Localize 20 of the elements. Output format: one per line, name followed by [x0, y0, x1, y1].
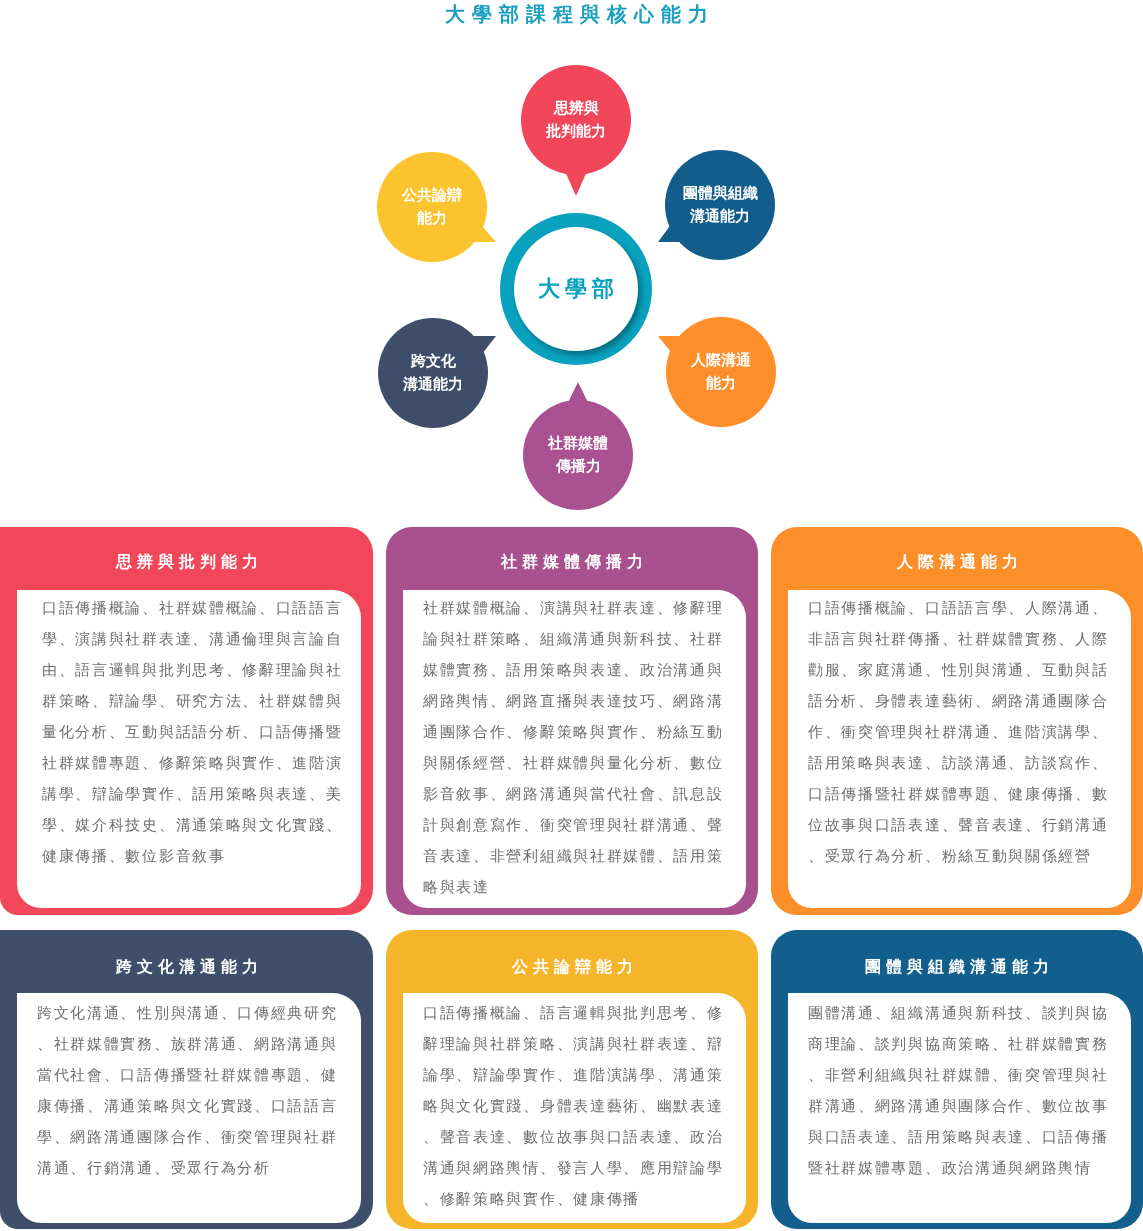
course-card [0, 527, 373, 915]
card-heading: 團體與組織溝通能力 [864, 956, 1054, 978]
course-card [386, 930, 758, 1229]
course-list: 口語傳播概論、口語語言學、人際溝通、非語言與社群傳播、社群媒體實務、人際勸服、家庭溝通、性別與溝通、互動與話語分析、身體表達藝術、網路溝通團隊合作、衝突管理與社群溝通、進階演講學、語用策略與表達、訪談溝通、訪談寫作、口語傳播暨社群媒體專題、健康傳播、數位故事與口語表達、聲音表達、行銷溝通、受眾行為分析、粉絲互動與關係經營 [788, 590, 1131, 908]
course-card [0, 930, 373, 1229]
card-heading: 人際溝通能力 [895, 551, 1023, 573]
course-list: 口語傳播概論、語言邏輯與批判思考、修辭理論與社群策略、演講與社群表達、辯論學、辯論學實作、進階演講學、溝通策略與文化實踐、身體表達藝術、幽默表達、聲音表達、數位故事與口語表達、政治溝通與網路輿情、發言人學、應用辯論學、修辭策略與實作、健康傳播 [403, 993, 746, 1223]
course-list: 跨文化溝通、性別與溝通、口傳經典研究、社群媒體實務、族群溝通、網路溝通與當代社會、口語傳播暨社群媒體專題、健康傳播、溝通策略與文化實踐、口語語言學、網路溝通團隊合作、衝突管理與社群溝通、行銷溝通、受眾行為分析 [17, 993, 361, 1223]
course-card [771, 527, 1143, 915]
card-heading: 跨文化溝通能力 [114, 956, 263, 978]
card-heading: 公共論辯能力 [510, 956, 638, 978]
card-heading: 思辨與批判能力 [114, 551, 263, 573]
course-card [771, 930, 1143, 1229]
card-heading: 社群媒體傳播力 [500, 551, 648, 573]
course-list: 團體溝通、組織溝通與新科技、談判與協商理論、談判與協商策略、社群媒體實務、非營利組織與社群媒體、衝突管理與社群溝通、網路溝通與團隊合作、數位故事與口語表達、語用策略與表達、口語傳播暨社群媒體專題、政治溝通與網路輿情 [788, 993, 1131, 1223]
course-list: 口語傳播概論、社群媒體概論、口語語言學、演講與社群表達、溝通倫理與言論自由、語言邏輯與批判思考、修辭理論與社群策略、辯論學、研究方法、社群媒體與量化分析、互動與話語分析、口語傳播暨社群媒體專題、修辭策略與實作、進階演講學、辯論學實作、語用策略與表達、美學、媒介科技史、溝通策略與文化實踐、健康傳播、數位影音敘事 [17, 590, 361, 908]
title: 大學部課程與核心能力 [443, 1, 715, 27]
course-card [386, 527, 758, 915]
center-circle: 大學部 [500, 213, 652, 365]
course-list: 社群媒體概論、演講與社群表達、修辭理論與社群策略、組織溝通與新科技、社群媒體實務、語用策略與表達、政治溝通與網路輿情、網路直播與表達技巧、網路溝通團隊合作、修辭策略與實作、粉絲互動與關係經營、社群媒體與量化分析、數位影音敘事、網路溝通與當代社會、訊息設計與創意寫作、衝突管理與社群溝通、聲音表達、非營利組織與社群媒體、語用策略與表達 [403, 590, 746, 908]
